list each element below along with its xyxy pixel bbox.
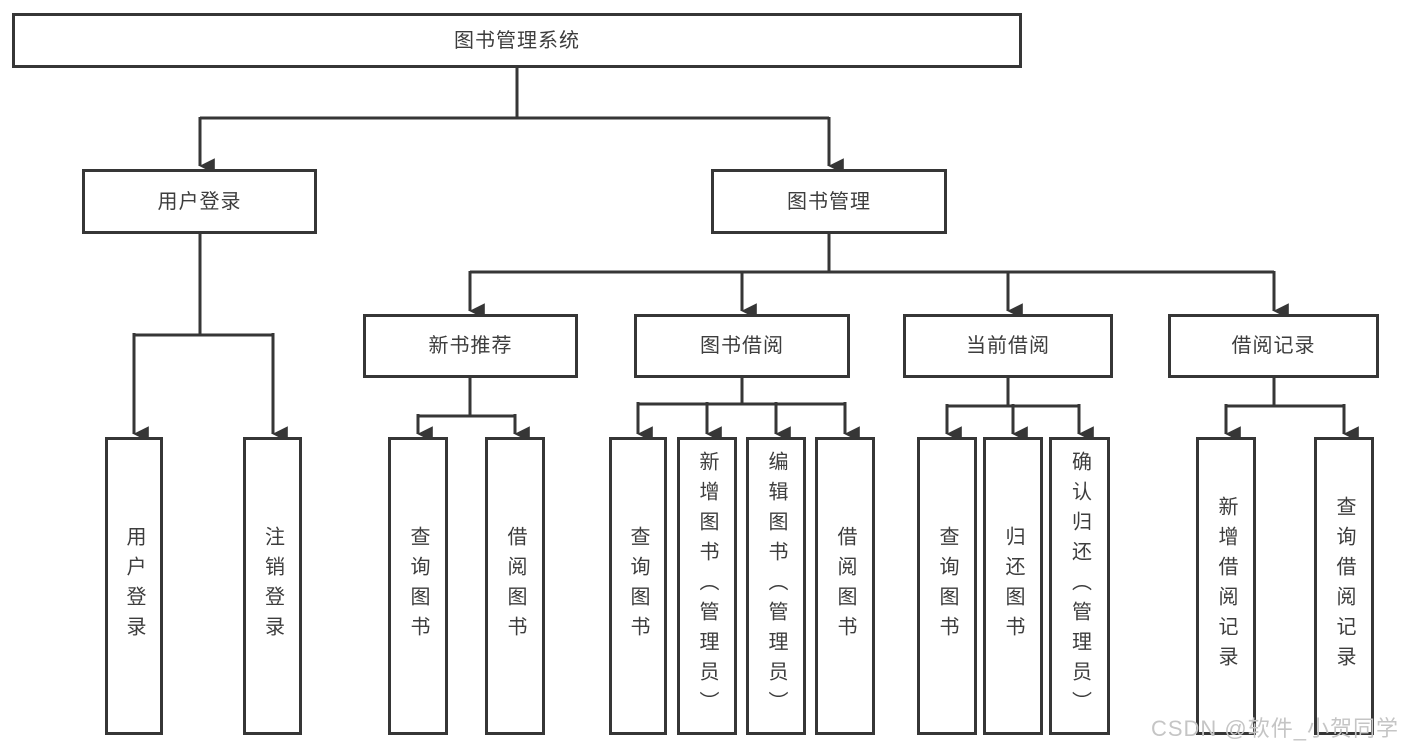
leaf-recommend-borrow-books: 借阅图书 [485, 437, 545, 735]
node-new-book-recommend: 新书推荐 [363, 314, 578, 378]
node-current-borrow: 当前借阅 [903, 314, 1113, 378]
leaf-current-return-books: 归还图书 [983, 437, 1043, 735]
leaf-borrow-add-books-admin: 新增图书（管理员） [677, 437, 737, 735]
leaf-borrow-borrow-books: 借阅图书 [815, 437, 875, 735]
leaf-borrow-query-books: 查询图书 [609, 437, 667, 735]
node-library-management-system: 图书管理系统 [12, 13, 1022, 68]
node-book-borrow: 图书借阅 [634, 314, 850, 378]
leaf-user-login: 用户登录 [105, 437, 163, 735]
node-user-login: 用户登录 [82, 169, 317, 234]
node-borrow-records: 借阅记录 [1168, 314, 1379, 378]
leaf-logout: 注销登录 [243, 437, 302, 735]
leaf-records-query-record: 查询借阅记录 [1314, 437, 1374, 735]
watermark: CSDN @软件_小贺同学 [1150, 716, 1399, 741]
node-book-management: 图书管理 [711, 169, 947, 234]
leaf-current-confirm-return-admin: 确认归还（管理员） [1049, 437, 1110, 735]
leaf-recommend-query-books: 查询图书 [388, 437, 448, 735]
leaf-borrow-edit-books-admin: 编辑图书（管理员） [746, 437, 806, 735]
leaf-current-query-books: 查询图书 [917, 437, 977, 735]
leaf-records-add-record: 新增借阅记录 [1196, 437, 1256, 735]
